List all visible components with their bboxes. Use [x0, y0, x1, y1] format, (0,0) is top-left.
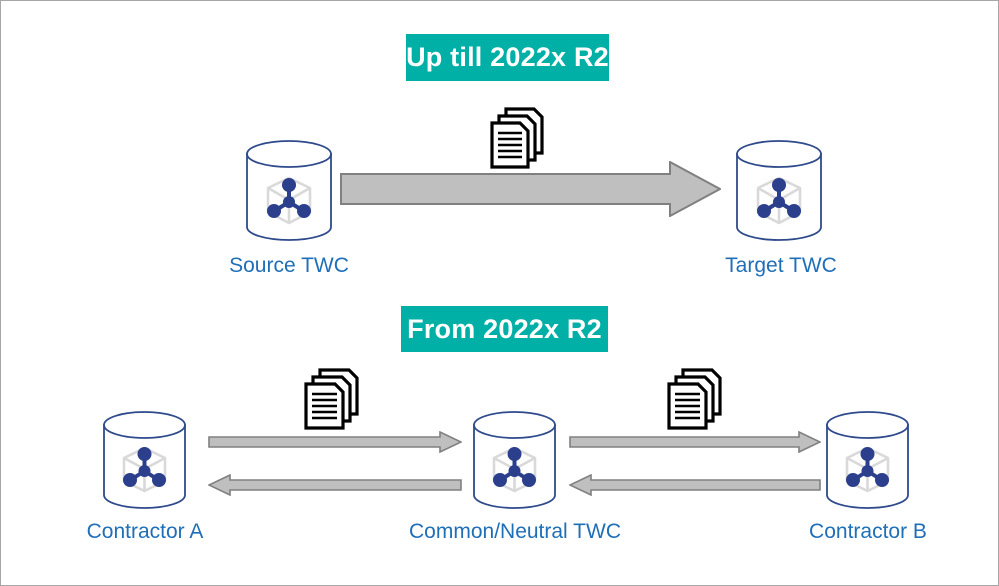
database-cylinder-icon-common-neutral-twc	[471, 411, 558, 509]
flow-arrow-contractor-a-to-common	[208, 431, 462, 453]
node-label-contractor-a: Contractor A	[86, 520, 204, 543]
flow-arrow-common-to-contractor-b	[569, 431, 821, 453]
node-label-common-neutral-twc: Common/Neutral TWC	[409, 520, 621, 543]
banner-from-2022x-r2: From 2022x R2	[401, 306, 608, 352]
banner-up-till-2022x-r2: Up till 2022x R2	[406, 34, 609, 81]
document-stack-icon-top	[490, 107, 544, 169]
database-cylinder-icon-contractor-a	[101, 411, 188, 509]
flow-arrow-common-to-contractor-a	[208, 474, 462, 496]
document-stack-icon-left	[304, 368, 359, 430]
node-label-target-twc: Target TWC	[725, 254, 837, 277]
database-cylinder-icon-contractor-b	[824, 411, 911, 509]
database-cylinder-icon-target-twc	[734, 140, 824, 241]
flow-arrow-source-to-target	[340, 161, 721, 217]
document-stack-icon-right	[667, 368, 722, 430]
flow-arrow-contractor-b-to-common	[569, 474, 821, 496]
node-label-source-twc: Source TWC	[229, 254, 349, 277]
database-cylinder-icon-source-twc	[244, 140, 334, 241]
node-label-contractor-b: Contractor B	[809, 520, 927, 543]
